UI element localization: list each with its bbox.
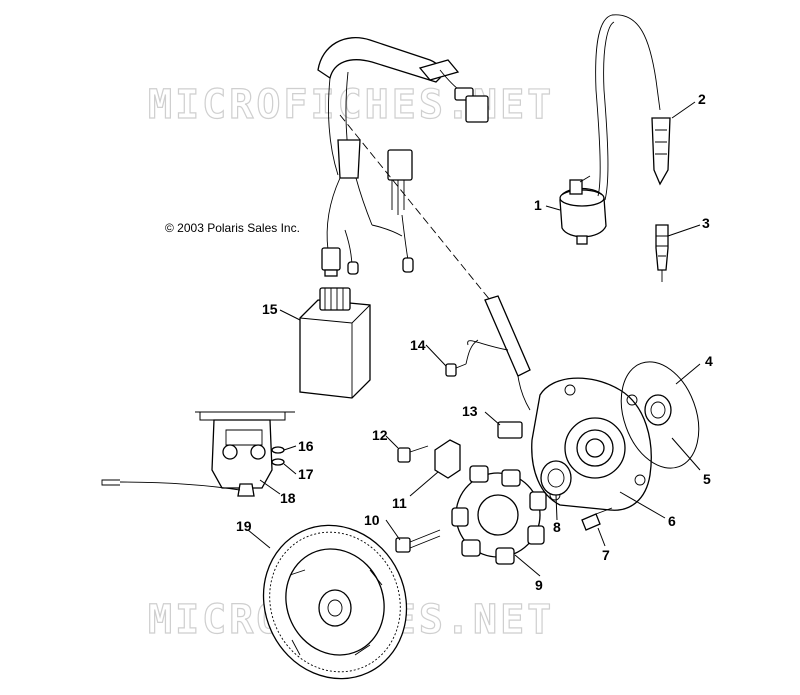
oil-seal — [540, 460, 572, 496]
watermark-top: MICROFICHES.NET — [148, 82, 554, 128]
wire-clamp — [434, 439, 461, 479]
stator-mounting-screw — [395, 529, 441, 553]
cdi-box — [299, 287, 371, 399]
callout-8: 8 — [553, 519, 561, 535]
callout-6: 6 — [668, 513, 676, 529]
callout-15: 15 — [262, 301, 278, 317]
stator-wire — [467, 295, 531, 411]
callout-2: 2 — [698, 91, 706, 107]
callout-9: 9 — [535, 577, 543, 593]
spark-plug-cap — [651, 117, 671, 186]
sensor-bracket — [101, 411, 295, 497]
ground-screw — [445, 339, 479, 377]
callout-12: 12 — [372, 427, 388, 443]
callout-14: 14 — [410, 337, 426, 353]
callout-18: 18 — [280, 490, 296, 506]
callout-4: 4 — [705, 353, 713, 369]
o-ring — [620, 361, 700, 469]
flywheel — [262, 524, 408, 680]
callout-13: 13 — [462, 403, 478, 419]
wiring-harness — [317, 37, 491, 301]
washer — [271, 446, 285, 454]
bearing — [644, 394, 672, 426]
callout-17: 17 — [298, 466, 314, 482]
stator-screw — [581, 507, 613, 531]
callout-10: 10 — [364, 512, 380, 528]
callout-labels: 1 2 3 4 5 6 7 8 9 10 11 12 13 14 15 16 1… — [236, 91, 713, 593]
callout-7: 7 — [602, 547, 610, 563]
callout-3: 3 — [702, 215, 710, 231]
copyright-text: © 2003 Polaris Sales Inc. — [165, 221, 300, 235]
callout-19: 19 — [236, 518, 252, 534]
pickup-sensor — [497, 421, 523, 439]
leader-lines — [247, 101, 701, 577]
nut — [271, 458, 285, 466]
callout-1: 1 — [534, 197, 542, 213]
clamp-screw — [397, 445, 429, 463]
stator-coil — [451, 465, 547, 565]
callout-16: 16 — [298, 438, 314, 454]
callout-11: 11 — [392, 495, 407, 511]
ignition-coil — [559, 14, 661, 245]
spark-plug — [655, 224, 669, 282]
callout-5: 5 — [703, 471, 711, 487]
